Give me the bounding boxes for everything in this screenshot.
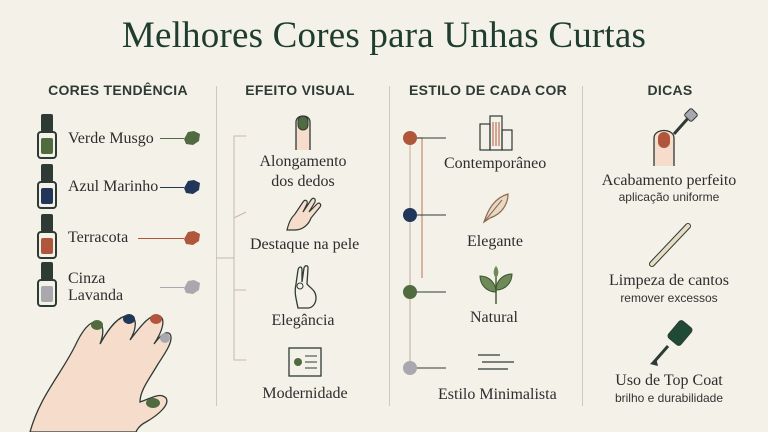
color-swatch-terracota	[184, 231, 200, 245]
leaf-icon	[479, 266, 513, 304]
column-header-efeito-visual: EFEITO VISUAL	[245, 82, 355, 98]
column-divider	[582, 86, 583, 406]
frame-icon	[288, 347, 322, 377]
color-swatch-verde-musgo	[184, 131, 200, 145]
lines-icon	[478, 354, 514, 370]
style-label-contemporaneo: Contemporâneo	[444, 155, 547, 172]
effect-label-destaque: Destaque na pele	[250, 236, 360, 253]
column-header-estilo-cada-cor: ESTILO DE CADA COR	[408, 82, 568, 98]
finger-nail-icon	[295, 115, 311, 150]
page-title: Melhores Cores para Unhas Curtas	[121, 15, 647, 56]
style-label-minimalista: Estilo Minimalista	[438, 386, 557, 403]
column-header-cores-tendencia: CORES TENDÊNCIA	[48, 82, 188, 98]
color-swatch-cinza-lavanda	[184, 280, 200, 294]
column-divider	[216, 86, 217, 406]
nail-polish-bottle-icon	[37, 262, 57, 307]
effect-label-elegancia: Elegância	[271, 312, 335, 329]
style-label-elegante: Elegante	[467, 233, 523, 250]
color-label-cinza-lavanda: Cinza Lavanda	[68, 270, 124, 304]
effect-label-alongamento: Alongamento dos dedos	[259, 153, 347, 190]
nail-polish-bottle-icon	[37, 214, 57, 259]
top-coat-bottle-icon	[650, 320, 693, 366]
tip-label-acabamento: Acabamento perfeito	[601, 172, 737, 189]
timeline-connector	[403, 131, 446, 375]
hand-illustration	[29, 314, 172, 432]
nail-polish-bottle-icon	[37, 164, 57, 209]
style-label-natural: Natural	[470, 309, 518, 326]
feather-icon	[482, 193, 509, 224]
hand-icon	[286, 197, 322, 231]
nail-brush-icon	[653, 108, 698, 166]
cuticle-stick-icon	[649, 223, 691, 267]
bracket-connector	[216, 135, 247, 361]
tip-sub-top-coat: brilho e durabilidade	[614, 391, 724, 405]
column-header-dicas: DICAS	[647, 82, 693, 98]
connector-line	[160, 287, 184, 288]
column-divider	[389, 86, 390, 406]
connector-line	[160, 187, 184, 188]
connector-line	[138, 238, 184, 239]
graceful-hand-icon	[294, 265, 317, 309]
tip-label-limpeza: Limpeza de cantos	[609, 272, 729, 289]
buildings-icon	[479, 115, 513, 151]
nail-polish-bottle-icon	[37, 114, 57, 159]
tip-label-top-coat: Uso de Top Coat	[615, 372, 723, 389]
color-label-terracota: Terracota	[68, 229, 129, 246]
tip-sub-limpeza: remover excessos	[620, 291, 718, 305]
connector-line	[160, 138, 184, 139]
tip-sub-acabamento: aplicação uniforme	[618, 190, 720, 204]
effect-label-modernidade: Modernidade	[262, 385, 348, 402]
color-label-verde-musgo: Verde Musgo	[68, 130, 154, 147]
color-label-azul-marinho: Azul Marinho	[68, 178, 159, 195]
color-swatch-azul-marinho	[184, 180, 200, 194]
